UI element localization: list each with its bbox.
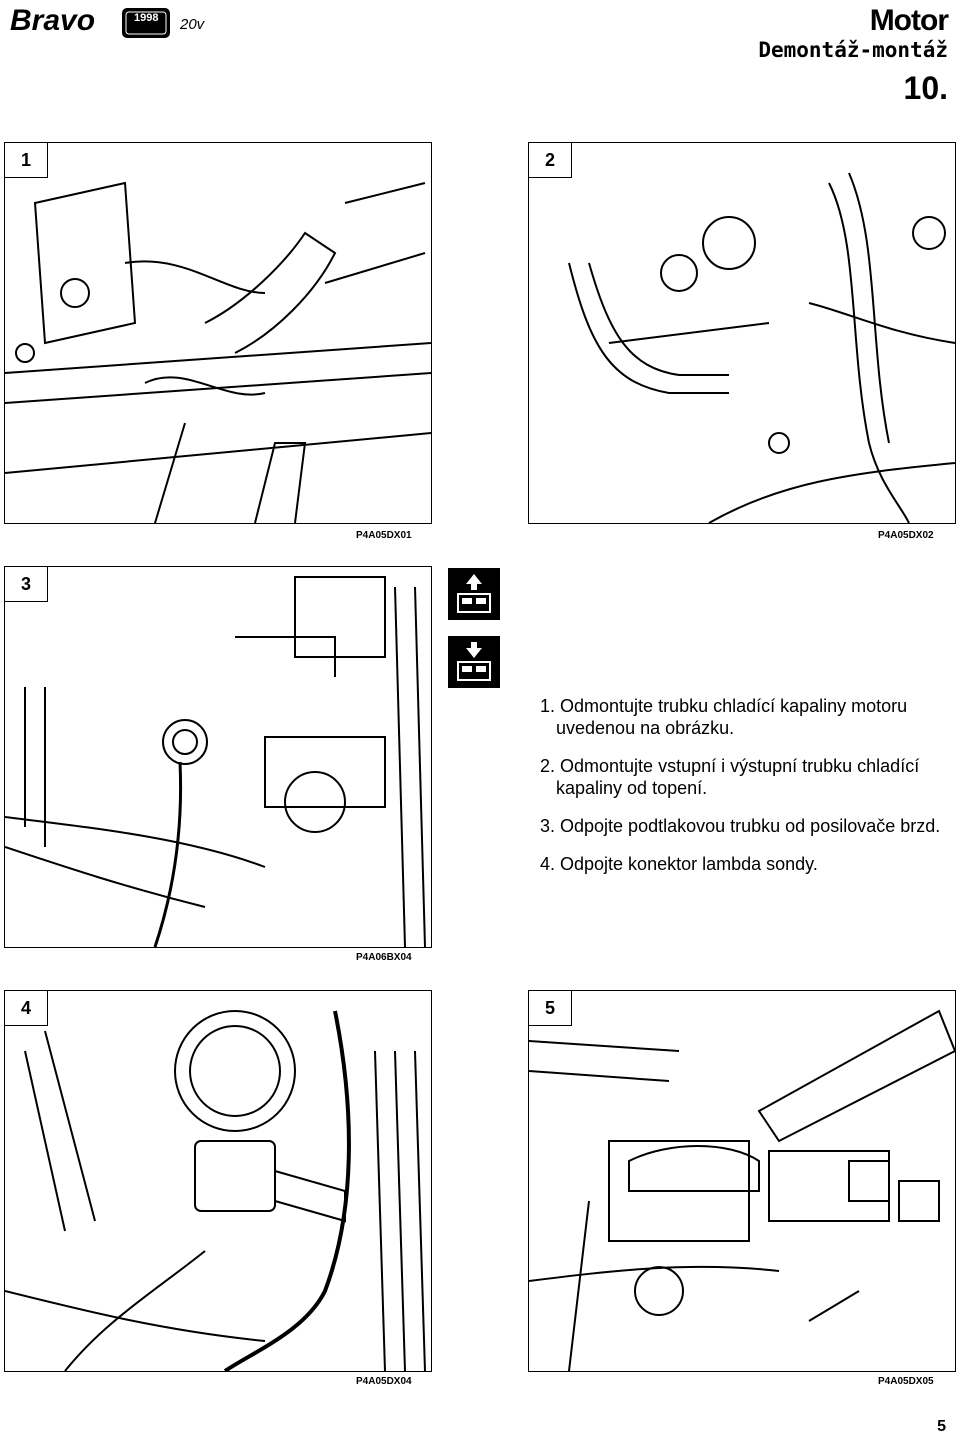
instruction-1: 1. Odmontujte trubku chladící kapaliny m…: [540, 696, 908, 738]
install-icon: [448, 636, 500, 688]
engine-illustration-2: [568, 172, 955, 523]
section-subtitle: Demontáž-montáž: [758, 38, 948, 62]
brand-title: Bravo: [10, 4, 96, 37]
figure-3: 3: [4, 566, 432, 948]
instructions: 1. Odmontujte trubku chladící kapaliny m…: [540, 695, 950, 891]
figure-code: P4A06BX04: [356, 952, 412, 963]
instruction-2: 2. Odmontujte vstupní i výstupní trubku …: [540, 756, 920, 798]
badge-variant: 20v: [180, 16, 205, 33]
figure-number: 1: [5, 143, 48, 178]
instruction-4: 4. Odpojte konektor lambda sondy.: [540, 854, 818, 874]
engine-illustration-1: [5, 181, 431, 523]
engine-illustration-5: [529, 1009, 955, 1371]
figure-number: 5: [529, 991, 572, 1026]
remove-icon: [448, 568, 500, 620]
instruction-3: 3. Odpojte podtlakovou trubku od posilov…: [540, 816, 941, 836]
figure-number: 4: [5, 991, 48, 1026]
page-code: 10.: [903, 70, 948, 106]
figure-2: 2: [528, 142, 956, 524]
engine-illustration-3: [5, 576, 426, 947]
figure-code: P4A05DX05: [878, 1376, 934, 1387]
figure-4: 4: [4, 990, 432, 1372]
figure-number: 3: [5, 567, 48, 602]
figure-code: P4A05DX02: [878, 530, 934, 541]
car-badge-icon: [122, 8, 170, 38]
figure-5: 5: [528, 990, 956, 1372]
badge-year: 1998: [134, 12, 159, 24]
figure-number: 2: [529, 143, 572, 178]
engine-illustration-4: [5, 1010, 426, 1371]
figure-code: P4A05DX04: [356, 1376, 412, 1387]
page-number: 5: [937, 1418, 946, 1435]
section-title: Motor: [869, 4, 949, 37]
figure-1: 1: [4, 142, 432, 524]
figure-code: P4A05DX01: [356, 530, 412, 541]
